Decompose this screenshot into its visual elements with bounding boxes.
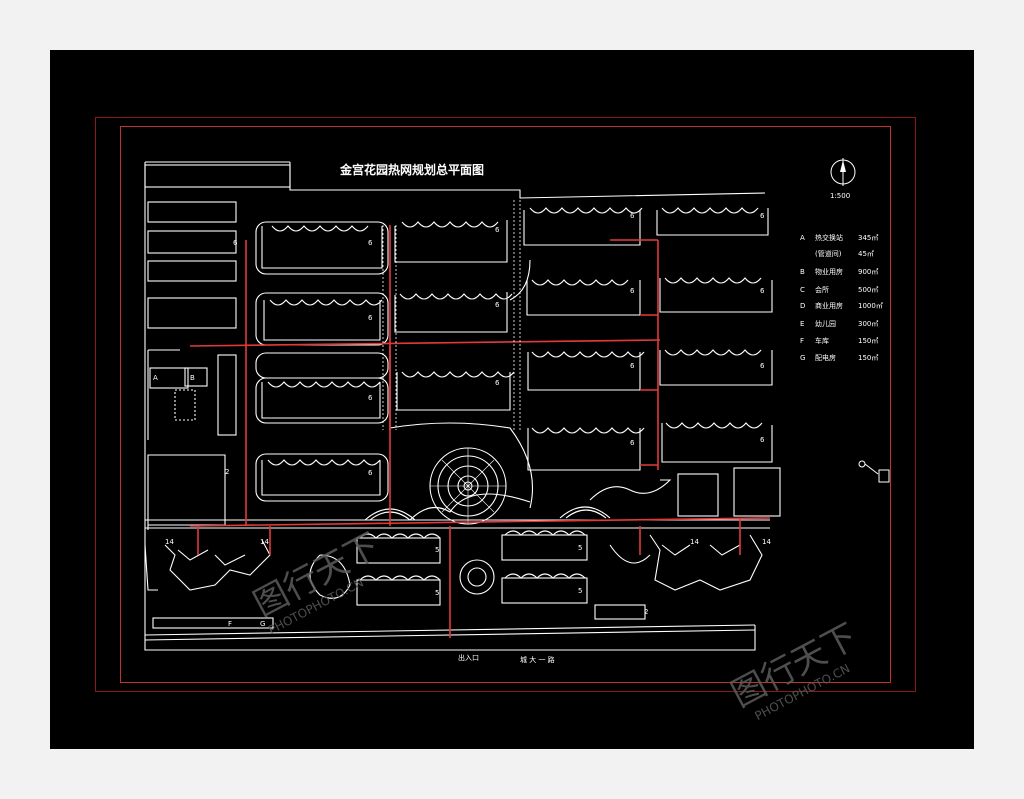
svg-text:D: D: [800, 302, 805, 310]
svg-text:商业用房: 商业用房: [815, 301, 843, 310]
svg-text:E: E: [800, 320, 804, 328]
entrance-label: 出入口: [458, 653, 479, 662]
svg-text:5: 5: [435, 546, 439, 554]
svg-text:C: C: [800, 286, 805, 294]
svg-text:6: 6: [495, 226, 500, 234]
svg-text:900㎡: 900㎡: [858, 268, 878, 276]
svg-text:6: 6: [760, 287, 765, 295]
svg-text:(管道间): (管道间): [815, 249, 842, 258]
svg-text:B: B: [800, 268, 805, 276]
svg-text:5: 5: [578, 587, 582, 595]
drawing-title: 金宫花园热网规划总平面图: [339, 162, 484, 177]
svg-text:5: 5: [435, 589, 439, 597]
svg-text:6: 6: [630, 287, 635, 295]
svg-text:车库: 车库: [815, 336, 829, 345]
svg-text:6: 6: [233, 239, 238, 247]
svg-text:G: G: [800, 354, 805, 362]
svg-text:1000㎡: 1000㎡: [858, 302, 883, 310]
svg-text:A: A: [800, 234, 805, 242]
svg-text:150㎡: 150㎡: [858, 354, 878, 362]
svg-text:6: 6: [630, 439, 635, 447]
inner-border: [120, 126, 891, 683]
svg-text:A: A: [153, 374, 158, 382]
svg-text:物业用房: 物业用房: [815, 267, 843, 276]
pipe-corridors: [382, 200, 521, 430]
svg-text:14: 14: [690, 538, 699, 546]
svg-text:G: G: [260, 620, 265, 628]
svg-text:6: 6: [368, 314, 373, 322]
svg-text:150㎡: 150㎡: [858, 337, 878, 345]
svg-text:6: 6: [368, 394, 373, 402]
zone-labels: A B F G: [153, 374, 265, 628]
svg-text:14: 14: [260, 538, 269, 546]
svg-text:B: B: [190, 374, 195, 382]
svg-text:2: 2: [644, 608, 648, 616]
svg-text:2: 2: [225, 468, 229, 476]
svg-text:300㎡: 300㎡: [858, 320, 878, 328]
svg-text:F: F: [228, 620, 232, 628]
site-plan: 金宫花园热网规划总平面图 1:500 A 热交换站 345㎡ (管道间) 45㎡…: [144, 158, 890, 723]
svg-text:幼儿园: 幼儿园: [815, 319, 836, 328]
site-linework: [144, 161, 781, 651]
svg-text:14: 14: [165, 538, 174, 546]
building-numbers: 6 6 6 6 6 6 6 6 6 6 6 6 6 6 6 6 5 5 5 5 …: [165, 212, 771, 616]
scale-label: 1:500: [830, 192, 850, 200]
watermark-2: 图行天下 PHOTOPHOTO.CN: [725, 616, 864, 723]
outer-border: [95, 117, 916, 692]
svg-text:6: 6: [630, 212, 635, 220]
svg-text:6: 6: [368, 469, 373, 477]
watermark-1: 图行天下 PHOTOPHOTO.CN: [247, 526, 386, 638]
svg-text:F: F: [800, 337, 804, 345]
legend: A 热交换站 345㎡ (管道间) 45㎡ B 物业用房 900㎡ C 会所 5…: [800, 233, 883, 362]
heat-network-lines: [189, 225, 771, 638]
cad-drawing-sheet: 金宫花园热网规划总平面图 1:500 A 热交换站 345㎡ (管道间) 45㎡…: [50, 50, 974, 749]
svg-text:6: 6: [495, 379, 500, 387]
svg-text:345㎡: 345㎡: [858, 234, 878, 242]
svg-text:热交换站: 热交换站: [815, 233, 843, 242]
svg-text:会所: 会所: [815, 285, 829, 294]
svg-text:配电房: 配电房: [815, 353, 836, 362]
svg-text:6: 6: [630, 362, 635, 370]
svg-text:6: 6: [760, 212, 765, 220]
symbol-marker: [858, 460, 890, 483]
svg-text:5: 5: [578, 544, 582, 552]
svg-text:14: 14: [762, 538, 771, 546]
svg-text:6: 6: [368, 239, 373, 247]
svg-text:6: 6: [760, 436, 765, 444]
north-arrow-symbol: 1:500: [830, 158, 856, 200]
svg-text:6: 6: [760, 362, 765, 370]
road-label: 城 大 一 路: [520, 655, 555, 664]
svg-text:6: 6: [495, 301, 500, 309]
svg-text:500㎡: 500㎡: [858, 286, 878, 294]
svg-text:45㎡: 45㎡: [858, 250, 874, 258]
